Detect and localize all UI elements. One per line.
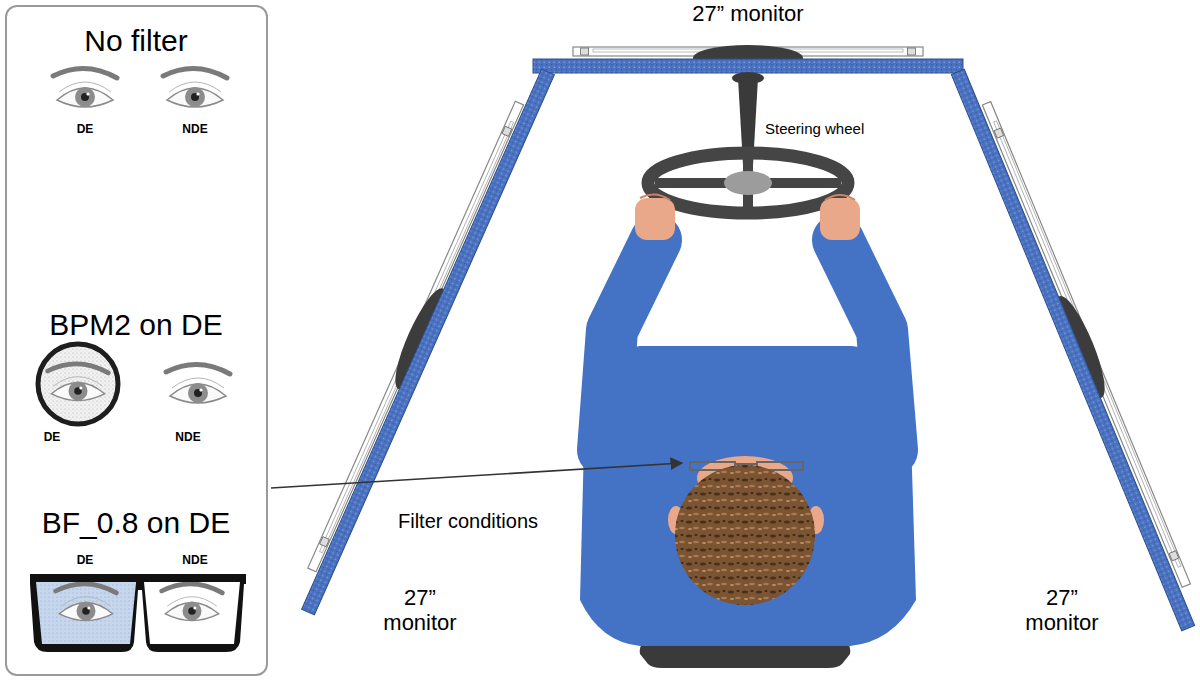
driver-figure	[724, 171, 772, 195]
monitor	[320, 537, 330, 547]
eye	[82, 607, 90, 615]
monitor	[289, 63, 555, 614]
condition-title: BPM2 on DE	[49, 308, 222, 341]
driver-figure	[825, 195, 855, 200]
condition-title: BF_0.8 on DE	[42, 506, 230, 539]
eye	[56, 584, 117, 593]
monitor	[982, 102, 1190, 588]
eye	[87, 607, 90, 610]
eye	[172, 378, 224, 388]
leader-arrow	[271, 463, 682, 488]
eye	[51, 382, 104, 400]
eye	[188, 383, 208, 403]
eye	[77, 601, 96, 620]
eye	[59, 82, 111, 92]
monitor	[994, 121, 1181, 567]
eye	[75, 87, 95, 107]
eye	[163, 68, 227, 107]
eye	[162, 584, 223, 593]
eye	[162, 584, 223, 621]
eye	[59, 602, 112, 620]
filter-lens	[34, 576, 136, 648]
eye	[166, 364, 230, 374]
eye	[169, 82, 221, 92]
callout-label: Filter conditions	[398, 510, 588, 533]
eye	[56, 584, 117, 621]
eye	[167, 597, 216, 607]
eye-label: NDE	[182, 554, 207, 567]
glasses-frame	[30, 574, 246, 652]
eye	[166, 364, 230, 403]
driver-figure	[580, 72, 916, 668]
hand	[820, 198, 860, 240]
head	[675, 465, 815, 605]
monitor	[907, 48, 915, 55]
hand	[635, 198, 675, 240]
eye	[199, 388, 202, 391]
eye-label: DE	[44, 431, 61, 444]
eye	[86, 92, 89, 95]
filter-panel: No filterDE NDE BPM2 on DE DE NDE BF_0.8 on D…	[5, 5, 268, 676]
eye	[185, 87, 205, 107]
eye	[53, 68, 117, 78]
eye-label: DE	[77, 123, 94, 136]
eye	[69, 381, 88, 400]
monitor	[502, 126, 512, 136]
eye	[53, 68, 117, 107]
monitor	[994, 128, 1004, 138]
monitor-label: 27” monitor	[1017, 585, 1107, 636]
eye	[193, 607, 196, 610]
eye	[165, 602, 218, 620]
eye-label: NDE	[175, 431, 200, 444]
monitor	[320, 121, 514, 553]
monitor	[302, 69, 555, 615]
eye	[48, 364, 109, 401]
monitor	[1169, 551, 1179, 561]
eye	[170, 384, 226, 403]
driver-figure	[732, 72, 764, 84]
eye	[79, 387, 82, 390]
arm	[603, 240, 656, 450]
eye	[194, 389, 202, 397]
part-label: Steering wheel	[765, 120, 925, 137]
monitor	[581, 48, 589, 55]
eye	[183, 601, 202, 620]
monitor	[951, 69, 1194, 631]
eye	[48, 364, 109, 373]
driver-figure	[640, 194, 670, 200]
monitor	[533, 45, 963, 73]
monitor	[533, 59, 963, 73]
eye	[81, 93, 89, 101]
monitor-label: 27” monitor	[375, 585, 465, 636]
monitor	[951, 64, 1200, 631]
condition-title: No filter	[84, 24, 187, 57]
eye	[57, 88, 113, 107]
eye	[53, 377, 102, 387]
eye	[74, 387, 82, 395]
eye	[191, 93, 199, 101]
eye	[61, 597, 110, 607]
eye-illustration	[30, 68, 246, 652]
arm	[838, 240, 892, 450]
eye	[163, 68, 227, 78]
steering-wheel	[648, 153, 848, 213]
bangerter-foil	[38, 344, 118, 424]
driver-figure	[655, 156, 841, 210]
eye-label: DE	[77, 554, 94, 567]
eye	[167, 88, 223, 107]
monitor	[308, 101, 524, 572]
eye	[196, 92, 199, 95]
monitor	[289, 45, 1200, 631]
eye	[188, 607, 196, 615]
eye-label: NDE	[182, 123, 207, 136]
monitor-label: 27” monitor	[648, 1, 848, 26]
